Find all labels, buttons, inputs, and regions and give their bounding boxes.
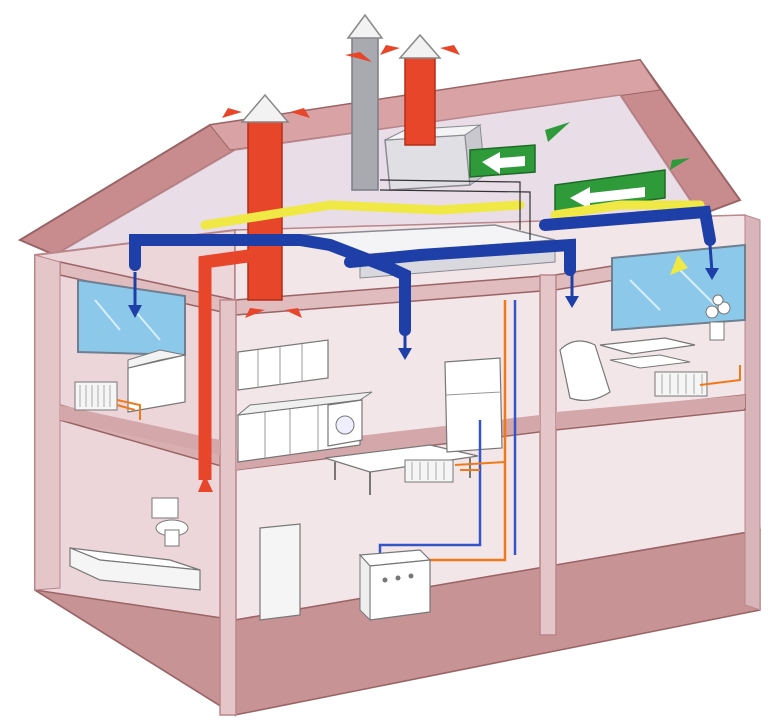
exhaust-drop-duct <box>198 248 256 480</box>
door <box>259 523 301 621</box>
upper-left-floor <box>60 405 220 455</box>
wall-cabinets <box>237 339 329 391</box>
lounge-floor <box>556 395 745 428</box>
toilet <box>151 497 189 547</box>
left-heating-pipes <box>116 399 141 420</box>
sofa <box>559 340 611 402</box>
fridge <box>444 357 503 453</box>
exhaust-intake-arrow <box>198 475 213 492</box>
left-radiator <box>74 381 118 411</box>
boiler <box>358 549 432 622</box>
washing-machine <box>327 399 363 447</box>
kitchen-table <box>324 444 479 495</box>
lounge-radiator <box>654 371 708 397</box>
supply-ducts <box>128 205 719 360</box>
grey-riser <box>351 34 379 191</box>
plant <box>705 294 731 341</box>
interior-walls <box>34 254 557 716</box>
control-wiring <box>379 179 531 240</box>
extract-duct <box>200 200 705 230</box>
bed <box>127 349 186 413</box>
kitchen-radiator <box>404 459 454 483</box>
coffee-table <box>599 337 696 369</box>
bathtub <box>69 547 201 591</box>
